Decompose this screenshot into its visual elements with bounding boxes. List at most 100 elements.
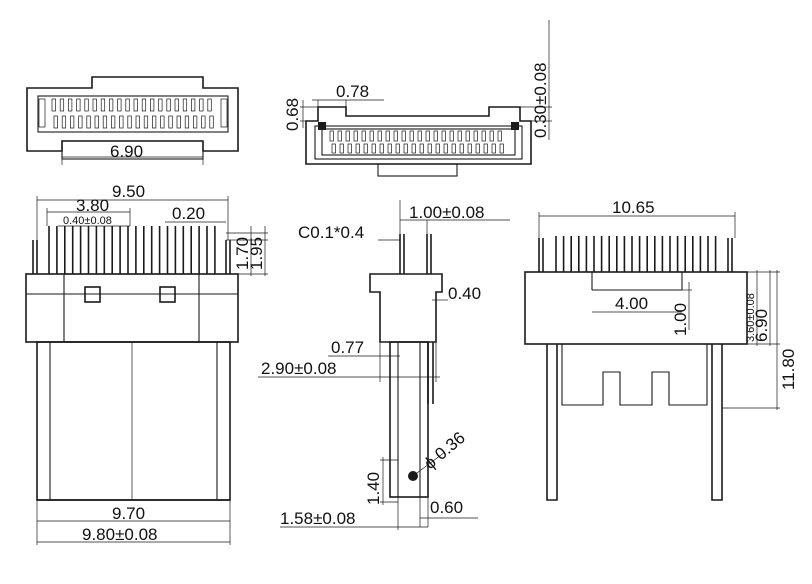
pin (111, 115, 116, 129)
pin (465, 130, 470, 142)
pin (457, 130, 462, 142)
front-view-pins (48, 226, 216, 274)
pin (403, 143, 408, 154)
dim-side-060: 0.60 (430, 498, 463, 517)
pin (337, 130, 342, 142)
dim-top-mid-thickness: 0.30±0.08 (531, 62, 550, 138)
pin (51, 98, 56, 112)
pin (361, 130, 366, 142)
dim-side-140: 1.40 (364, 472, 383, 505)
dim-side-077: 0.77 (331, 338, 364, 357)
top-view-left: 6.90 (26, 76, 239, 165)
dim-front-w1: 9.70 (112, 504, 145, 523)
pin (363, 143, 368, 154)
end-view-pin-row-lower (331, 143, 504, 154)
pin (191, 98, 196, 112)
pin (70, 115, 75, 129)
pin (61, 115, 67, 129)
pin (135, 115, 140, 129)
pin (393, 130, 398, 142)
pin (499, 143, 504, 154)
pin (141, 98, 147, 112)
pin (125, 98, 130, 112)
pin (481, 130, 486, 142)
pin (377, 130, 382, 142)
pin (53, 115, 58, 129)
pin (395, 143, 400, 154)
dim-front-h2: 1.95 (247, 237, 266, 270)
pin (209, 115, 214, 129)
pin (199, 98, 204, 112)
pin (427, 143, 432, 154)
pin (117, 98, 122, 112)
pin (491, 143, 496, 154)
pin (355, 143, 360, 154)
pin (174, 98, 179, 112)
pin (176, 115, 181, 129)
pin (411, 143, 416, 154)
dim-top-mid-height: 0.68 (283, 98, 302, 131)
pin (473, 130, 478, 142)
pin (441, 130, 446, 142)
dim-front-h1: 1.70 (233, 237, 252, 270)
dim-side-290: 2.90±0.08 (261, 359, 337, 378)
pin (339, 143, 344, 154)
pin (201, 115, 206, 129)
pin (193, 115, 198, 129)
pin (92, 98, 97, 112)
dim-side-width: 1.00±0.08 (409, 203, 485, 222)
dim-bottom-1180: 11.80 (779, 349, 798, 390)
pin (168, 115, 173, 129)
dim-bottom-overall: 10.65 (612, 198, 655, 217)
pin (86, 115, 91, 129)
top-view-pin-row-upper (51, 98, 212, 112)
pin (345, 130, 350, 142)
pin (419, 143, 424, 154)
pin (119, 115, 124, 129)
pin (59, 98, 65, 112)
pin (152, 115, 157, 129)
pin (409, 130, 414, 142)
pin (102, 115, 108, 129)
pin (133, 98, 138, 112)
pin (417, 130, 422, 142)
pin (94, 115, 99, 129)
dim-bottom-100: 1.00 (671, 303, 690, 336)
pin (158, 98, 163, 112)
pin (68, 98, 73, 112)
end-view-pin-row-upper (329, 130, 502, 142)
dim-front-pin-width: 0.20 (172, 204, 205, 223)
top-view-pin-row-lower (53, 115, 214, 129)
pin (369, 130, 374, 142)
pin (425, 130, 430, 142)
pin (76, 98, 81, 112)
pin (100, 98, 106, 112)
pin (433, 130, 438, 142)
pin (467, 143, 472, 154)
pin (443, 143, 448, 154)
pin (347, 143, 352, 154)
pin (451, 143, 456, 154)
pin (143, 115, 149, 129)
dim-front-w2: 9.80±0.08 (82, 525, 158, 544)
pin (166, 98, 171, 112)
pin (371, 143, 376, 154)
dim-front-pitch: 0.40±0.08 (63, 215, 112, 227)
pin (475, 143, 480, 154)
top-view-middle: 0.68 0.78 0.30±0.08 (283, 20, 552, 177)
side-view: 1.00±0.08 C0.1*0.4 0.40 0.77 2.90±0.08 ϕ… (258, 200, 510, 530)
pin (184, 115, 190, 129)
pin (84, 98, 89, 112)
dim-top-mid-pitch: 0.78 (336, 82, 369, 101)
dim-side-chamfer: C0.1*0.4 (298, 223, 364, 242)
dim-top-left-width: 6.90 (110, 142, 143, 161)
pin (127, 115, 132, 129)
pin (449, 130, 454, 142)
pin (150, 98, 155, 112)
pin (78, 115, 83, 129)
pin (489, 130, 494, 142)
dim-front-pin-span: 3.80 (76, 196, 109, 215)
pin (497, 130, 502, 142)
dim-bottom-360: 3.60±0.08 (745, 293, 757, 342)
